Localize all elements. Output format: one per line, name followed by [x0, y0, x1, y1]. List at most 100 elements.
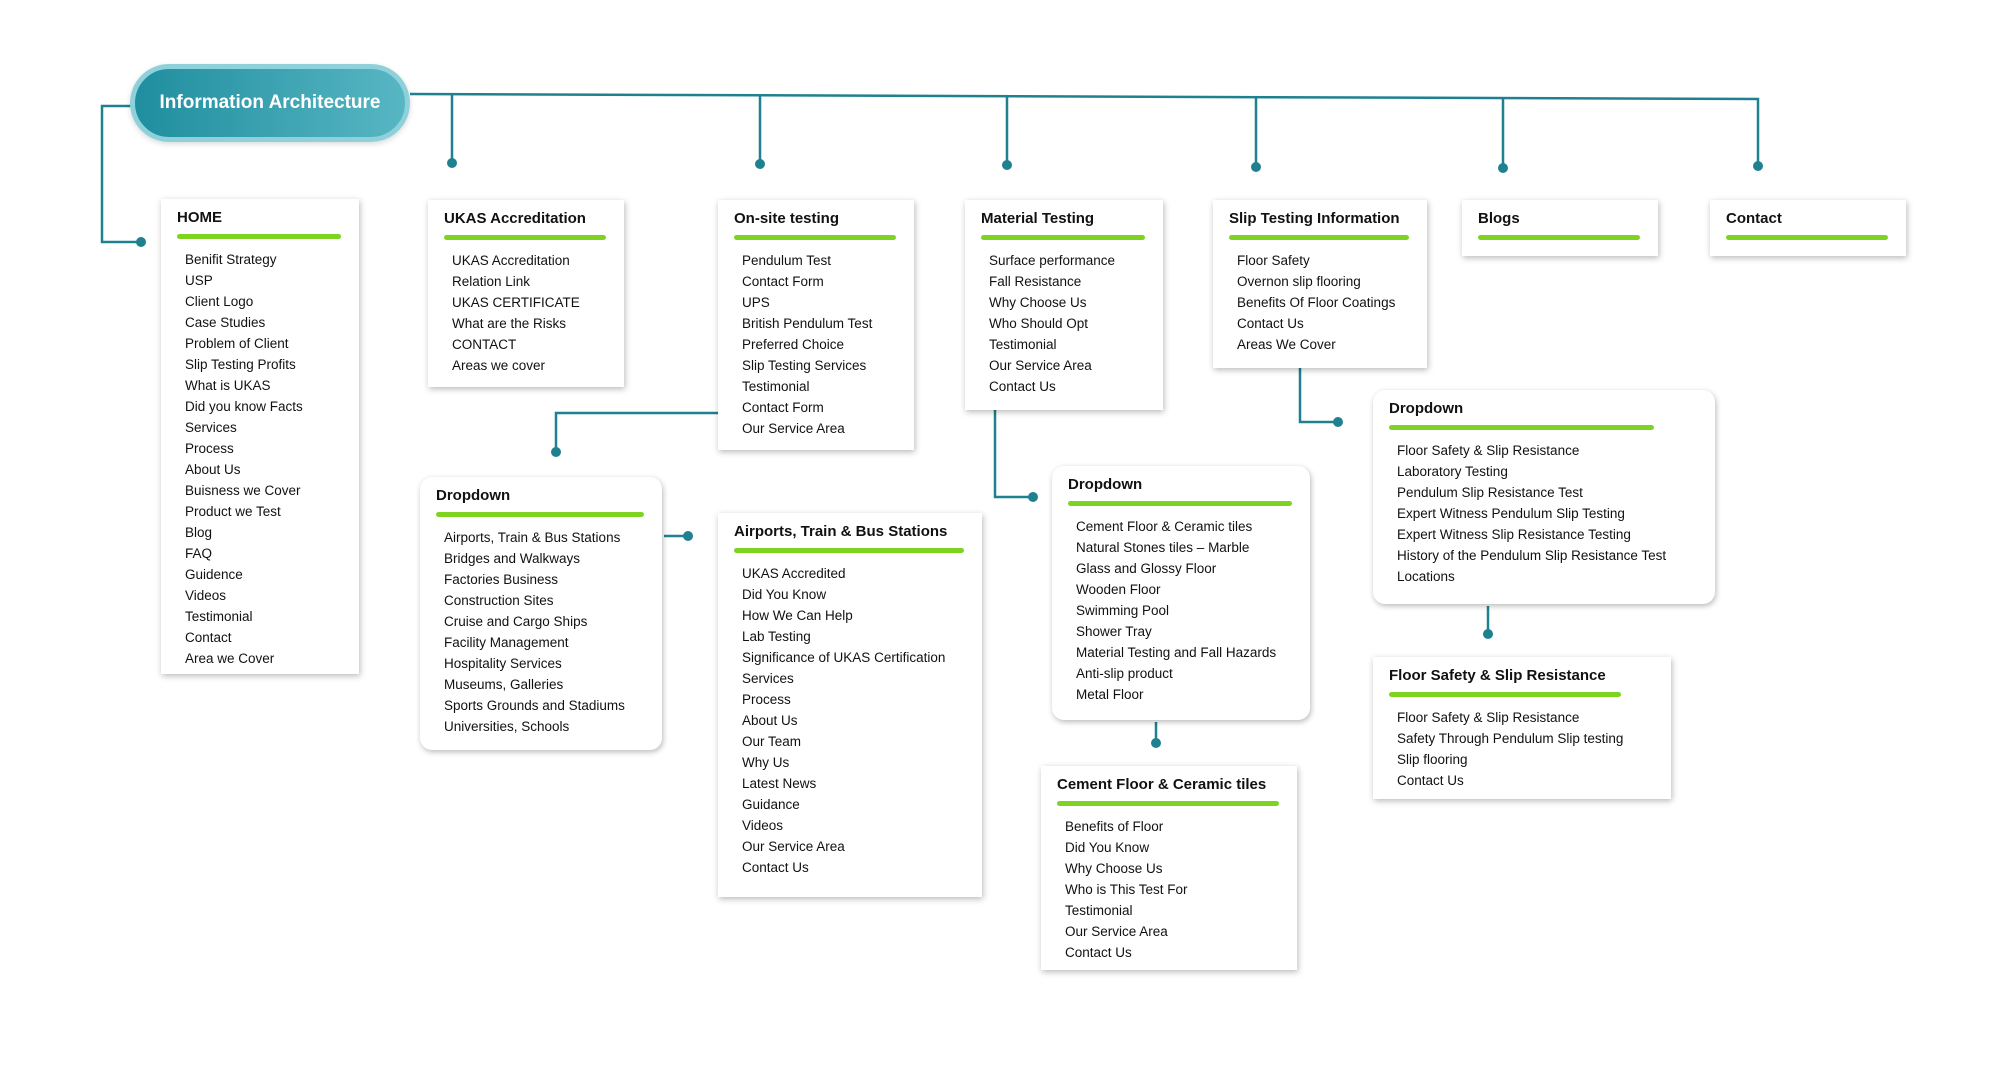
- list-item: Expert Witness Slip Resistance Testing: [1397, 527, 1631, 542]
- root-node: Information Architecture: [130, 64, 410, 142]
- list-item: Relation Link: [452, 274, 531, 289]
- list-item: Contact: [185, 630, 232, 645]
- card-dropdown-onsite: Dropdown Airports, Train & Bus Stations …: [420, 477, 662, 750]
- list-item: About Us: [742, 713, 798, 728]
- card-blogs: Blogs: [1462, 200, 1658, 256]
- list-item: Cruise and Cargo Ships: [444, 614, 588, 629]
- card-item-list: Floor Safety & Slip Resistance Laborator…: [1389, 440, 1697, 587]
- card-floor-safety-slip-resistance: Floor Safety & Slip Resistance Floor Saf…: [1373, 657, 1671, 799]
- list-item: Why Us: [742, 755, 790, 770]
- list-item: Services: [742, 671, 794, 686]
- list-item: Laboratory Testing: [1397, 464, 1508, 479]
- list-item: Did you know Facts: [185, 399, 303, 414]
- accent-bar: [1389, 425, 1654, 430]
- list-item: Sports Grounds and Stadiums: [444, 698, 625, 713]
- list-item: Benefits of Floor: [1065, 819, 1164, 834]
- list-item: Did You Know: [1065, 840, 1150, 855]
- list-item: Who Should Opt: [989, 316, 1089, 331]
- root-node-label: Information Architecture: [159, 92, 381, 113]
- list-item: Areas we cover: [452, 358, 546, 373]
- list-item: Case Studies: [185, 315, 266, 330]
- list-item: Universities, Schools: [444, 719, 570, 734]
- card-title: Slip Testing Information: [1229, 210, 1400, 227]
- list-item: Contact Us: [742, 860, 809, 875]
- list-item: Testimonial: [742, 379, 810, 394]
- list-item: Metal Floor: [1076, 687, 1144, 702]
- list-item: Preferred Choice: [742, 337, 845, 352]
- list-item: Areas We Cover: [1237, 337, 1336, 352]
- list-item: What is UKAS: [185, 378, 271, 393]
- card-dropdown-material: Dropdown Cement Floor & Ceramic tiles Na…: [1052, 466, 1310, 720]
- list-item: Testimonial: [1065, 903, 1133, 918]
- accent-bar: [1726, 235, 1888, 240]
- list-item: Videos: [185, 588, 227, 603]
- card-title: Blogs: [1478, 210, 1520, 227]
- list-item: CONTACT: [452, 337, 517, 352]
- list-item: About Us: [185, 462, 241, 477]
- card-item-list: Airports, Train & Bus Stations Bridges a…: [436, 527, 644, 737]
- list-item: Slip flooring: [1397, 752, 1468, 767]
- list-item: Process: [742, 692, 791, 707]
- list-item: Contact Us: [1237, 316, 1304, 331]
- card-item-list: UKAS Accredited Did You Know How We Can …: [734, 563, 964, 878]
- card-onsite-testing: On-site testing Pendulum Test Contact Fo…: [718, 200, 914, 450]
- card-title: On-site testing: [734, 210, 840, 227]
- list-item: Our Service Area: [742, 839, 845, 854]
- accent-bar: [1229, 235, 1409, 240]
- list-item: Construction Sites: [444, 593, 554, 608]
- card-title: Dropdown: [1389, 400, 1464, 417]
- list-item: Floor Safety & Slip Resistance: [1397, 710, 1580, 725]
- list-item: Natural Stones tiles – Marble: [1076, 540, 1250, 555]
- list-item: UKAS Accreditation: [452, 253, 570, 268]
- list-item: Testimonial: [185, 609, 253, 624]
- card-title: Dropdown: [1068, 476, 1143, 493]
- card-contact: Contact: [1710, 200, 1906, 256]
- list-item: Contact Us: [1397, 773, 1464, 788]
- card-dropdown-slip: Dropdown Floor Safety & Slip Resistance …: [1373, 390, 1715, 604]
- list-item: Significance of UKAS Certification: [742, 650, 946, 665]
- list-item: Product we Test: [185, 504, 281, 519]
- list-item: Blog: [185, 525, 213, 540]
- card-home: HOME Benifit Strategy USP Client Logo Ca…: [161, 199, 359, 674]
- list-item: Why Choose Us: [1065, 861, 1163, 876]
- list-item: Contact Form: [742, 400, 824, 415]
- list-item: Contact Form: [742, 274, 824, 289]
- card-item-list: Cement Floor & Ceramic tiles Natural Sto…: [1068, 516, 1292, 705]
- list-item: How We Can Help: [742, 608, 853, 623]
- list-item: Hospitality Services: [444, 656, 562, 671]
- accent-bar: [734, 548, 964, 553]
- card-title: Airports, Train & Bus Stations: [734, 523, 948, 540]
- list-item: Videos: [742, 818, 784, 833]
- list-item: Swimming Pool: [1076, 603, 1170, 618]
- list-item: Problem of Client: [185, 336, 289, 351]
- list-item: UKAS CERTIFICATE: [452, 295, 580, 310]
- list-item: Locations: [1397, 569, 1455, 584]
- list-item: Lab Testing: [742, 629, 811, 644]
- accent-bar: [1389, 692, 1621, 697]
- list-item: Our Service Area: [989, 358, 1092, 373]
- list-item: Area we Cover: [185, 651, 275, 666]
- list-item: UKAS Accredited: [742, 566, 846, 581]
- card-item-list: Surface performance Fall Resistance Why …: [981, 250, 1145, 397]
- list-item: Pendulum Slip Resistance Test: [1397, 485, 1583, 500]
- list-item: British Pendulum Test: [742, 316, 873, 331]
- list-item: Museums, Galleries: [444, 677, 564, 692]
- accent-bar: [1068, 501, 1292, 506]
- card-title: Floor Safety & Slip Resistance: [1389, 667, 1606, 684]
- list-item: Latest News: [742, 776, 817, 791]
- list-item: Did You Know: [742, 587, 827, 602]
- card-item-list: Benifit Strategy USP Client Logo Case St…: [177, 249, 341, 669]
- list-item: Slip Testing Services: [742, 358, 867, 373]
- list-item: Benefits Of Floor Coatings: [1237, 295, 1396, 310]
- list-item: Benifit Strategy: [185, 252, 277, 267]
- card-title: Cement Floor & Ceramic tiles: [1057, 776, 1267, 793]
- list-item: Contact Us: [1065, 945, 1132, 960]
- list-item: Services: [185, 420, 237, 435]
- accent-bar: [444, 235, 606, 240]
- list-item: Our Team: [742, 734, 802, 749]
- list-item: Glass and Glossy Floor: [1076, 561, 1217, 576]
- list-item: Guidance: [742, 797, 800, 812]
- accent-bar: [436, 512, 644, 517]
- card-item-list: UKAS Accreditation Relation Link UKAS CE…: [444, 250, 606, 376]
